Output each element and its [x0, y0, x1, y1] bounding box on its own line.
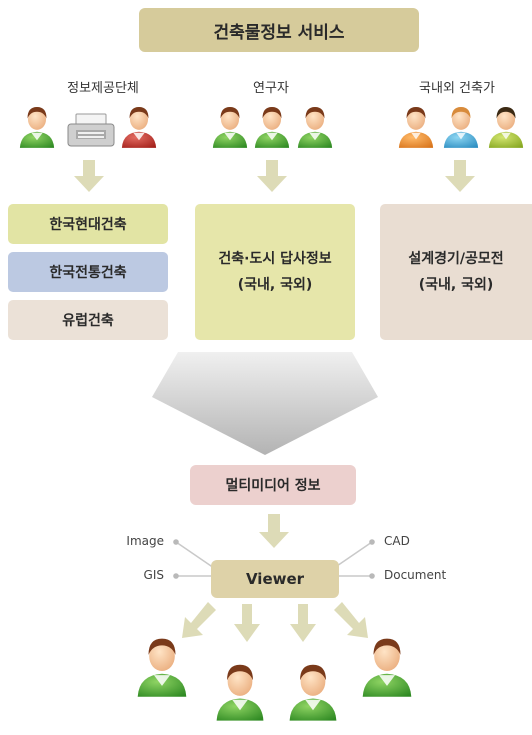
source-box-europe: 유럽건축	[8, 300, 168, 340]
source-label: 한국현대건축	[49, 217, 127, 233]
arrow-down-left-icon	[182, 602, 216, 638]
format-label-image: Image	[126, 534, 164, 548]
multimedia-info-box: 멀티미디어 정보	[190, 465, 356, 505]
format-label-document: Document	[384, 568, 447, 582]
source-label: 유럽건축	[62, 313, 114, 329]
user-icon	[214, 660, 266, 724]
user-icon	[287, 660, 339, 724]
source-label: 한국전통건축	[49, 265, 127, 281]
person-icon	[397, 104, 435, 150]
column-label-architects: 국내외 건축가	[419, 81, 495, 96]
down-arrow-icon	[234, 604, 260, 642]
down-arrow-icon	[259, 514, 289, 548]
user-icon	[135, 634, 189, 700]
printer-icon	[67, 113, 115, 147]
distribution-arrows	[182, 602, 368, 642]
research-info-text: 건축·도시 답사정보 (국내, 국외)	[218, 251, 332, 293]
title-text: 건축물정보 서비스	[213, 22, 345, 43]
person-icon	[487, 104, 525, 150]
arrow-down-right-icon	[334, 602, 368, 638]
competition-info-text: 설계경기/공모전 (국내, 국외)	[408, 251, 504, 293]
column-label-providers: 정보제공단체	[67, 81, 139, 96]
research-info-box: 건축·도시 답사정보 (국내, 국외)	[195, 204, 355, 340]
competition-info-box: 설계경기/공모전 (국내, 국외)	[380, 204, 532, 340]
person-icon	[253, 104, 291, 150]
format-label-cad: CAD	[384, 534, 410, 548]
down-arrow-icon	[257, 160, 287, 192]
format-label-gis: GIS	[143, 568, 164, 582]
user-icon	[360, 634, 414, 700]
person-icon	[211, 104, 249, 150]
person-icon	[442, 104, 480, 150]
viewer-text: Viewer	[245, 570, 305, 588]
column-label-researchers: 연구자	[253, 81, 289, 96]
down-arrow-icon	[290, 604, 316, 642]
down-arrow-icon	[445, 160, 475, 192]
person-icon	[18, 104, 56, 150]
format-connectors	[173, 539, 375, 579]
source-box-traditional: 한국전통건축	[8, 252, 168, 292]
person-icon	[296, 104, 334, 150]
title-box: 건축물정보 서비스	[139, 8, 419, 52]
person-icon	[120, 104, 158, 150]
viewer-box: Viewer	[211, 560, 339, 598]
down-arrow-icon	[74, 160, 104, 192]
funnel-arrow	[152, 352, 378, 455]
multimedia-info-text: 멀티미디어 정보	[225, 478, 321, 494]
source-box-modern: 한국현대건축	[8, 204, 168, 244]
